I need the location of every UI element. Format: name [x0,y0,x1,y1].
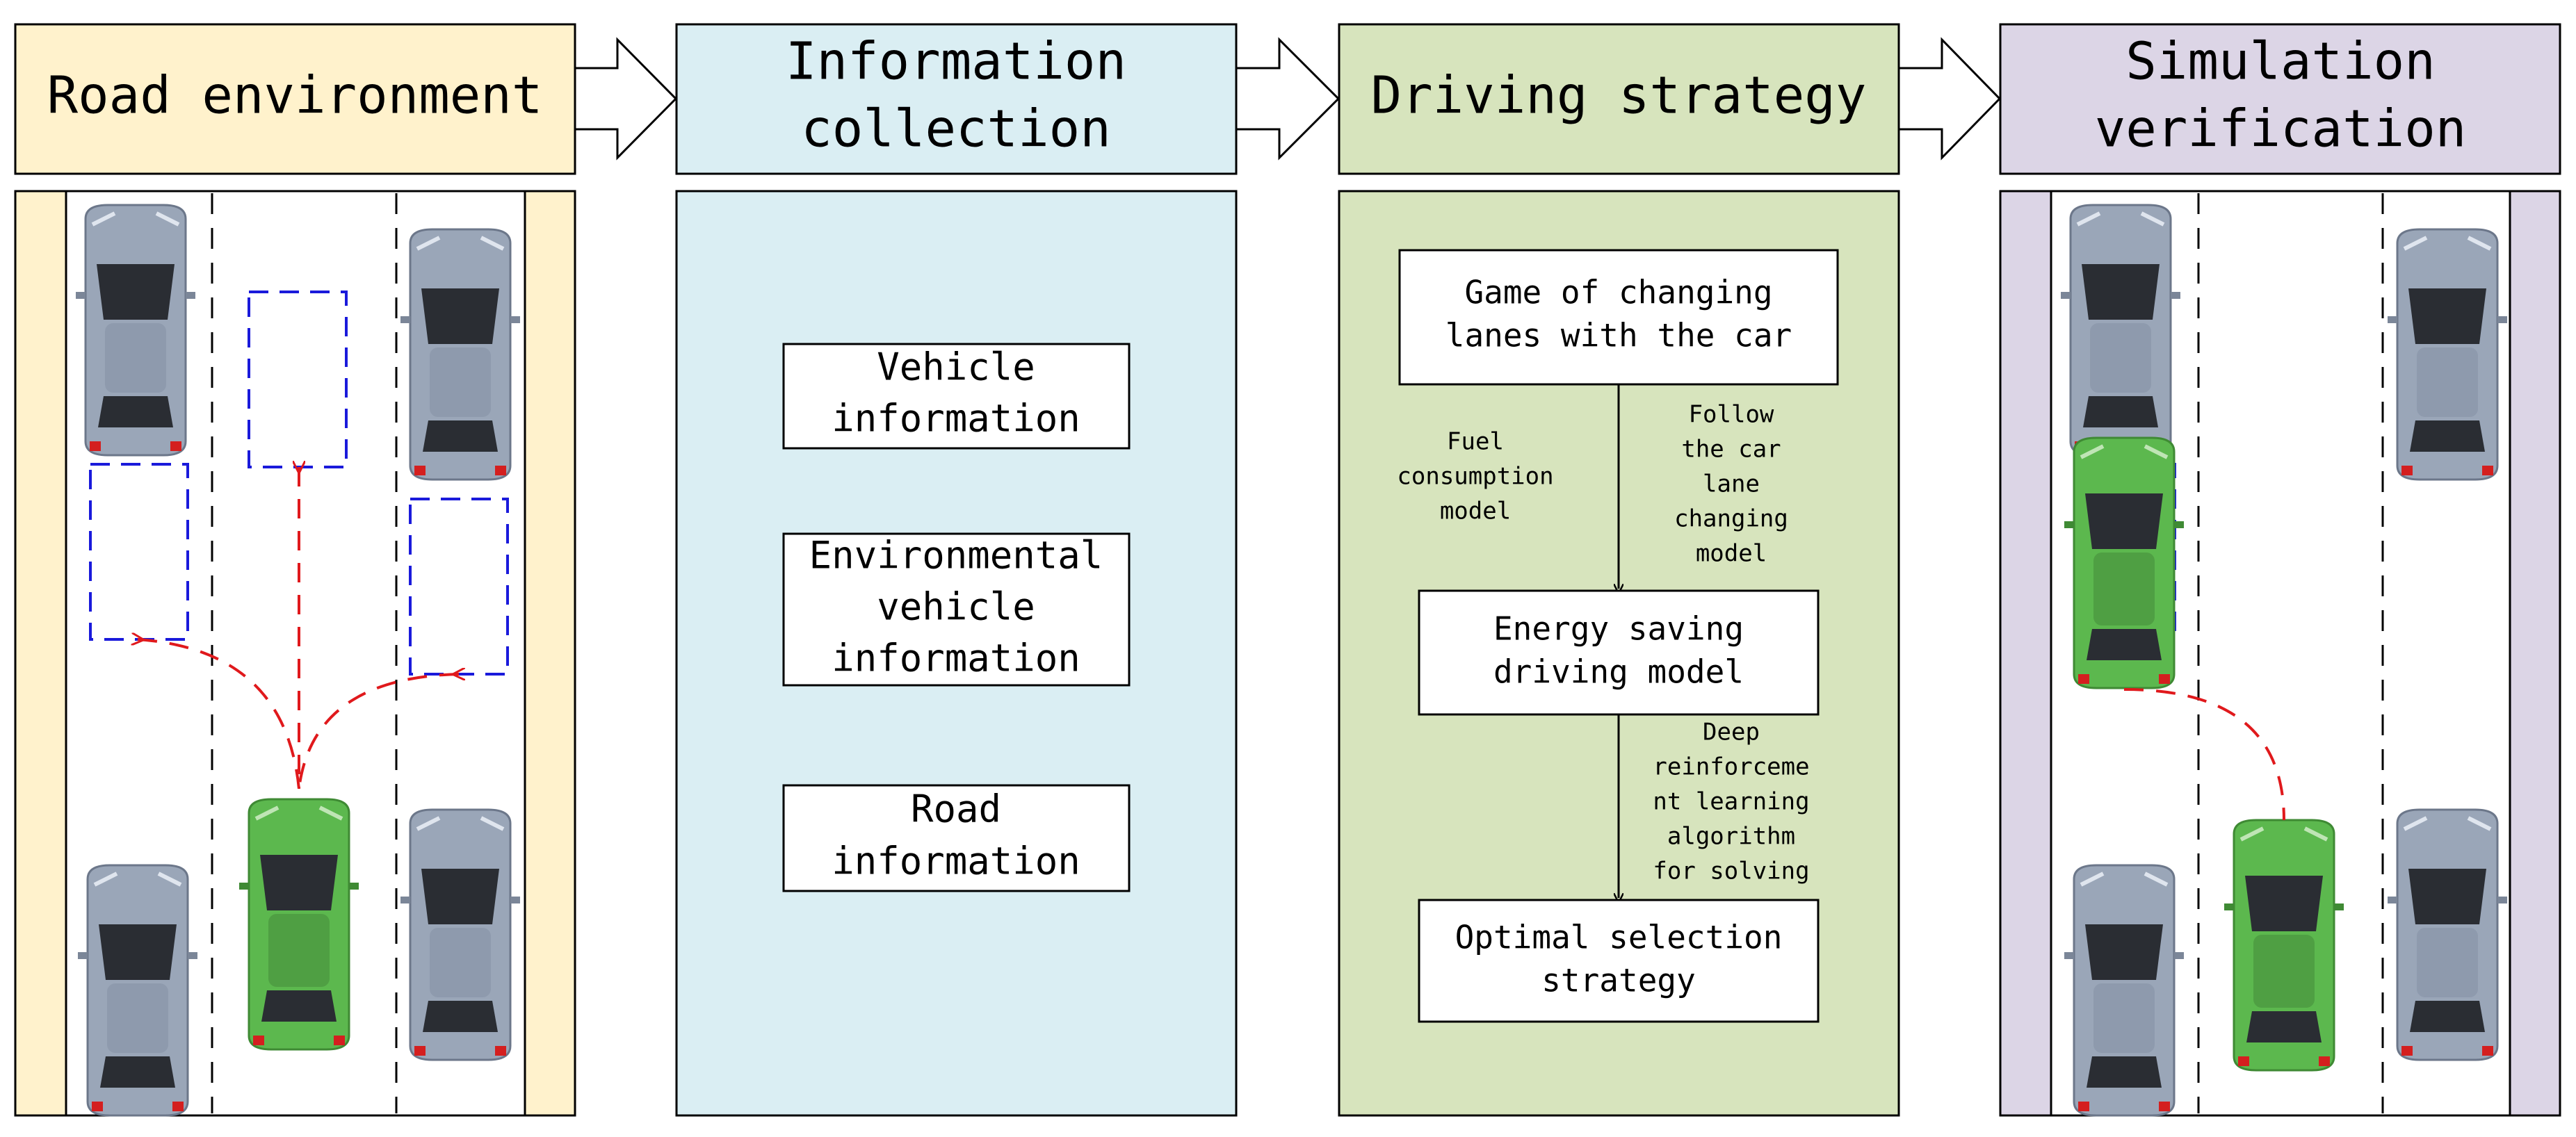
simulation-verification-panel [1999,190,2561,1115]
vehicle-gray [2064,865,2184,1115]
strategy-box-optimal-line2: strategy [1541,962,1696,999]
driving-strategy-panel: Game of changing lanes with the car Fuel… [1338,190,1900,1117]
strategy-box-game-line1: Game of changing [1464,274,1772,311]
info-box-road [782,784,1131,892]
ego-vehicle-green-target [2064,438,2184,688]
vehicle-gray [2061,205,2180,455]
stage-header-sim: Simulation verification [1999,23,2561,175]
strategy-box-energy-line2: driving model [1493,653,1744,691]
stage-title-sim-line2: verification [2095,99,2467,159]
fuel-label-line3: model [1440,498,1511,525]
info-box-environmental-line3: information [832,637,1080,680]
strategy-box-game [1398,249,1839,386]
info-box-environmental [782,532,1131,687]
strategy-box-game-line2: lanes with the car [1445,317,1792,354]
follow-label-line5: model [1696,540,1767,568]
stage-header-road: Road environment [14,23,576,175]
vehicle-gray [76,205,195,455]
stage-header-road-box [14,23,576,175]
info-box-environmental-line2: vehicle [877,585,1035,629]
info-box-vehicle-line2: information [832,397,1080,441]
trajectory-left [138,639,300,790]
vehicle-gray [2388,810,2507,1060]
vehicle-gray [78,865,197,1115]
stage-header-sim-box [1999,23,2561,175]
fuel-label-line2: consumption [1397,463,1553,491]
info-box-vehicle [782,343,1131,450]
strategy-box-energy-line1: Energy saving [1493,610,1744,648]
deep-label-line3: nt learning [1653,788,1809,816]
info-box-vehicle-line1: Vehicle [877,345,1035,389]
road-environment-panel [14,190,576,1115]
ego-vehicle-green [239,799,359,1049]
follow-label-line1: Follow [1689,401,1774,429]
block-arrow-1 [574,37,678,161]
stage-header-driving: Driving strategy [1338,23,1900,175]
info-box-environmental-line1: Environmental [809,534,1103,578]
stage-title-sim-line1: Simulation [2125,32,2436,92]
vehicle-gray [2388,229,2507,480]
deep-label-line5: for solving [1653,858,1809,885]
stage-header-info-box [675,23,1238,175]
stage-header-info: Information collection [675,23,1238,175]
follow-label-line3: lane [1703,471,1760,498]
follow-label-line4: changing [1674,505,1788,533]
info-box-road-line1: Road [911,787,1001,831]
stage-title-driving: Driving strategy [1371,66,1867,126]
vehicle-gray [400,229,520,480]
stage-title-road: Road environment [47,66,543,126]
strategy-box-energy [1418,589,1820,716]
strategy-box-optimal-line1: Optimal selection [1455,919,1783,956]
block-arrow-3 [1897,37,2002,161]
follow-label-line2: the car [1681,436,1781,464]
block-arrow-2 [1235,37,1340,161]
trajectory-right [298,674,459,790]
strategy-box-optimal [1418,899,1820,1023]
ego-vehicle-green [2224,820,2344,1070]
deep-label-line4: algorithm [1667,823,1795,851]
deep-label-line2: reinforceme [1653,753,1809,781]
stage-title-info-line2: collection [801,99,1111,159]
info-box-road-line2: information [832,840,1080,883]
stage-header-driving-box [1338,23,1900,175]
trajectory-executed [2123,688,2285,821]
fuel-label-line1: Fuel [1447,428,1504,456]
deep-label-line1: Deep [1703,719,1760,746]
vehicle-gray [400,810,520,1060]
information-collection-panel: Vehicle information Environmental vehicl… [675,190,1238,1117]
stage-title-info-line1: Information [786,32,1126,92]
